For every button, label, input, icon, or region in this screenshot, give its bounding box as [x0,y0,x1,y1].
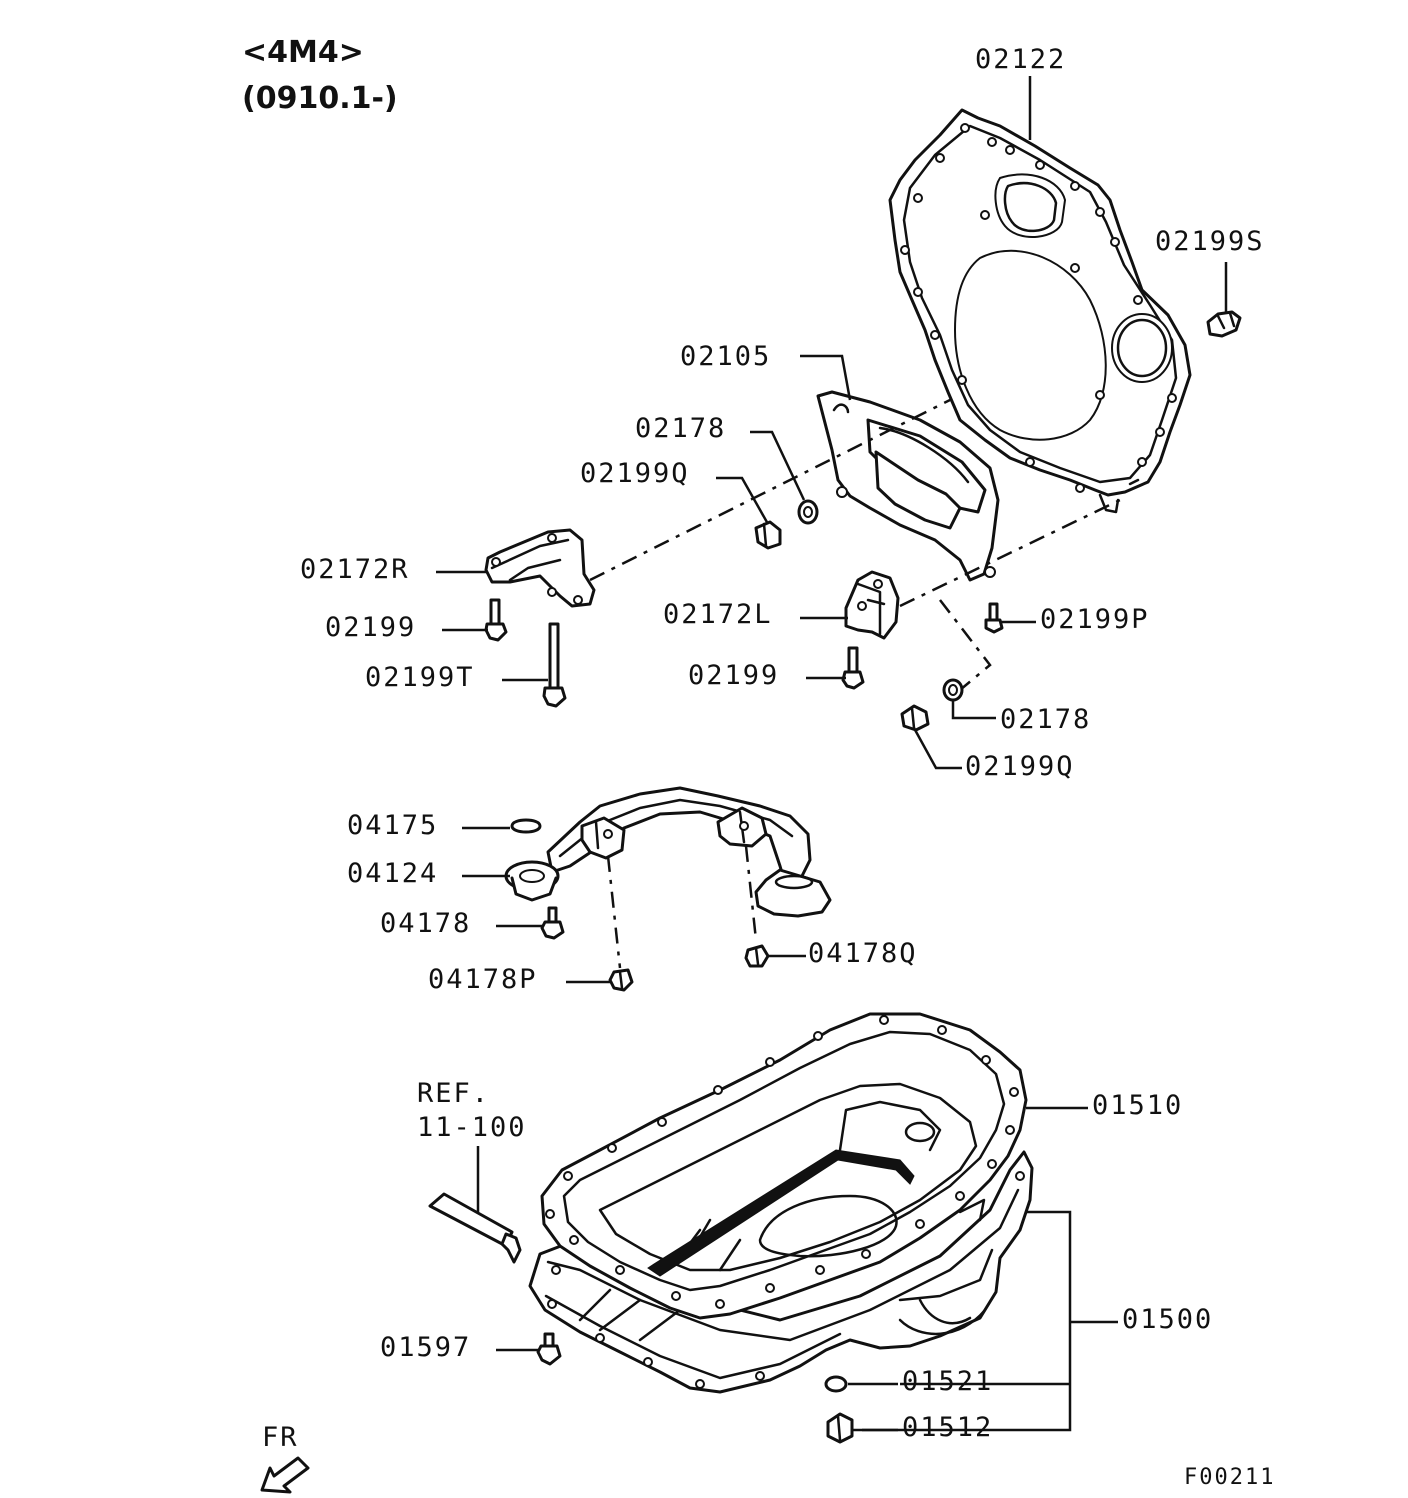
callout-04175[interactable]: 04175 [347,810,510,841]
seal-case-part[interactable] [816,390,1000,582]
bolt-01597[interactable] [536,1332,562,1366]
callout-01510[interactable]: 01510 [1026,1090,1183,1121]
alignment-line [899,498,1121,608]
callout-02122[interactable]: 02122 [975,44,1066,140]
callout-04178q[interactable]: 04178Q [768,938,918,969]
bolt-04178p[interactable] [608,968,634,992]
gasket-04175[interactable] [510,818,542,834]
callout-02105[interactable]: 02105 [680,341,852,401]
callout-02199s[interactable]: 02199S [1155,226,1265,314]
callout-02199q-top-label: 02199Q [580,458,690,489]
alignment-line [589,398,951,582]
bolt-04178q[interactable] [744,944,770,968]
callout-04178[interactable]: 04178 [380,908,544,939]
oil-strainer-part[interactable] [504,786,832,918]
front-direction-indicator: FR [260,1422,310,1494]
callout-01512[interactable]: 01512 [852,1412,993,1443]
callout-01500-label: 01500 [1122,1304,1213,1335]
callout-04178p-label: 04178P [428,964,538,995]
oil-pan-upper-part[interactable] [540,1012,1028,1320]
bracket-02172r[interactable] [484,528,596,608]
sealant-tube[interactable] [428,1192,522,1264]
bolt-02199p[interactable] [984,602,1004,634]
callout-01521-label: 01521 [902,1366,993,1397]
callout-01597[interactable]: 01597 [380,1332,540,1363]
nut-02178-top[interactable] [797,499,819,525]
callout-04175-label: 04175 [347,810,438,841]
alignment-line [606,855,622,969]
callout-02178-top[interactable]: 02178 [635,413,806,501]
callout-02199p-label: 02199P [1040,604,1150,635]
callout-01512-label: 01512 [902,1412,993,1443]
callout-02178-bottom[interactable]: 02178 [951,700,1091,735]
callout-02199-left-label: 02199 [325,612,416,643]
callout-02199-mid-label: 02199 [688,660,779,691]
bolt-02199-mid[interactable] [841,646,865,690]
callout-02172r[interactable]: 02172R [300,554,488,585]
callout-02199q-bottom[interactable]: 02199Q [912,727,1075,782]
alignment-line [744,845,758,941]
bracket-02172l[interactable] [844,570,900,640]
callout-04178-label: 04178 [380,908,471,939]
callout-04178p[interactable]: 04178P [428,964,612,995]
callout-02199q-bottom-label: 02199Q [965,751,1075,782]
callout-reference[interactable]: REF. 11-100 [417,1078,527,1212]
rear-plate-part[interactable] [888,108,1192,514]
callout-01521[interactable]: 01521 [848,1366,993,1397]
callout-02199-left[interactable]: 02199 [325,612,488,643]
reference-line-1: REF. [417,1078,490,1109]
callout-02178-bottom-label: 02178 [1000,704,1091,735]
engine-code: <4M4> [242,35,364,70]
bolt-02199q-top[interactable] [754,520,782,550]
callout-02199s-label: 02199S [1155,226,1265,257]
callout-02172r-label: 02172R [300,554,410,585]
bolt-02199q-bottom[interactable] [900,704,930,732]
callout-02172l[interactable]: 02172L [663,599,848,630]
callout-02199-mid[interactable]: 02199 [688,660,846,691]
callout-02199t[interactable]: 02199T [365,662,548,693]
front-direction-label: FR [262,1422,299,1453]
callout-04178q-label: 04178Q [808,938,918,969]
callout-02199t-label: 02199T [365,662,475,693]
figure-code: F00211 [1184,1465,1275,1490]
alignment-line [939,599,992,691]
nut-02178-bottom[interactable] [942,678,964,702]
bolt-04178[interactable] [540,906,565,940]
oil-pan-lower-part[interactable] [528,1150,1034,1394]
reference-line-2: 11-100 [417,1112,527,1143]
bolt-02199s[interactable] [1206,310,1242,338]
date-range: (0910.1-) [242,81,398,116]
bolt-02199-left[interactable] [484,598,508,642]
gasket-01521[interactable] [824,1375,848,1393]
callout-02199p[interactable]: 02199P [1000,604,1150,635]
callout-04124-label: 04124 [347,858,438,889]
drain-plug-01512[interactable] [826,1412,854,1444]
callout-01510-label: 01510 [1092,1090,1183,1121]
callout-02172l-label: 02172L [663,599,773,630]
callout-01500[interactable]: 01500 [862,1210,1213,1432]
callout-04124[interactable]: 04124 [347,858,510,889]
callout-02199q-top[interactable]: 02199Q [580,458,770,525]
bolt-02199t[interactable] [542,622,567,708]
callout-02122-label: 02122 [975,44,1066,75]
front-arrow-icon [260,1456,310,1494]
callout-02178-top-label: 02178 [635,413,726,444]
callout-01597-label: 01597 [380,1332,471,1363]
callout-02105-label: 02105 [680,341,771,372]
